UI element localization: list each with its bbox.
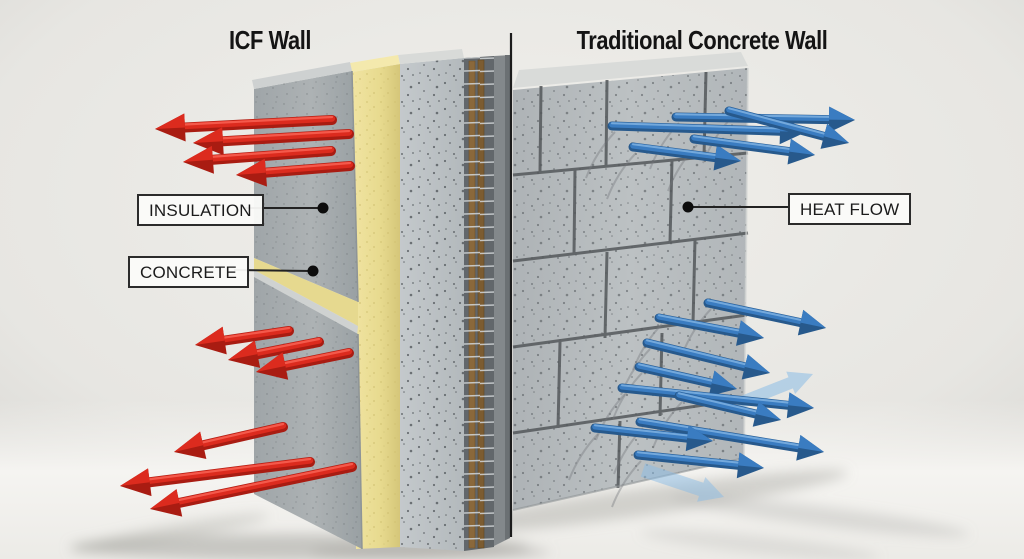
concrete-dot <box>307 265 319 277</box>
left-wall-title: ICF Wall <box>229 25 311 55</box>
foam-insulation-layer <box>350 55 400 549</box>
insulation-dot <box>317 202 329 214</box>
callout-dots <box>307 201 694 277</box>
icf-wall <box>252 49 510 551</box>
heat-flow-label: HEAT FLOW <box>788 193 912 225</box>
icf-inner-strip <box>494 55 510 546</box>
right-wall-title: Traditional Concrete Wall <box>576 25 828 55</box>
blue-heat-arrows <box>590 106 855 479</box>
traditional-wall-top-face <box>513 52 748 88</box>
red-heat-arrows <box>120 113 357 517</box>
outer-panel-upper <box>252 62 359 303</box>
concrete-core-layer <box>398 49 464 551</box>
concrete-label: CONCRETE <box>128 256 249 288</box>
rebar-grid <box>464 56 494 551</box>
foam-gap-band <box>254 258 358 336</box>
heat-flow-dot <box>682 201 694 213</box>
insulation-label: INSULATION <box>137 194 264 226</box>
floor-shadows <box>70 469 969 559</box>
flat-heat-arrow-icon <box>640 463 724 502</box>
